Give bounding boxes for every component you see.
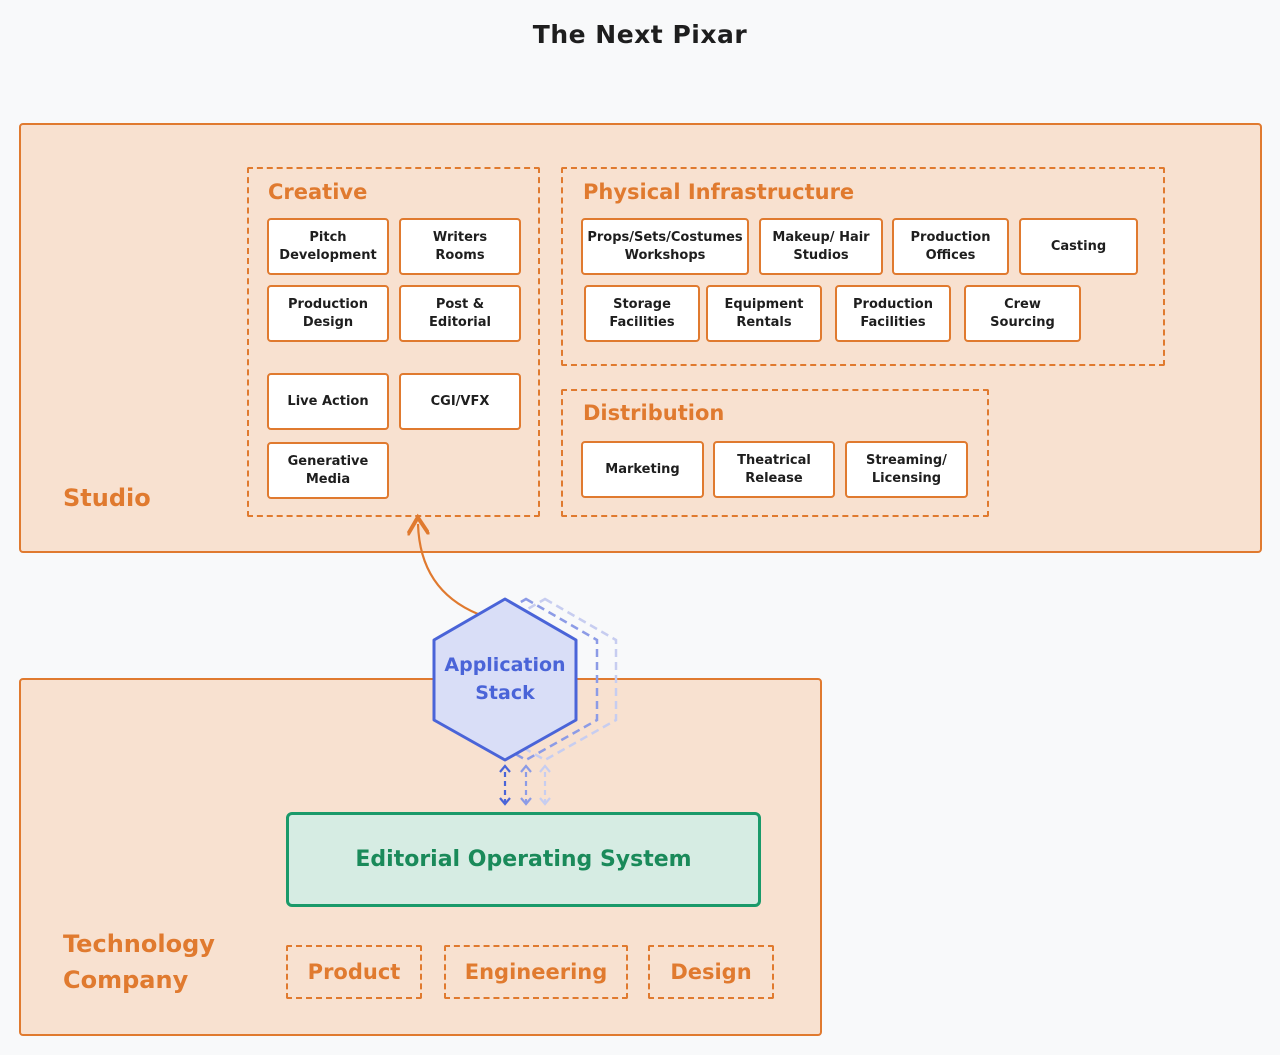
creative-group — [247, 167, 540, 517]
arrow-stack-os-3 — [539, 764, 551, 806]
node-storage-facilities: Storage Facilities — [584, 285, 700, 342]
node-production-offices: Production Offices — [892, 218, 1009, 275]
node-post-editorial: Post & Editorial — [399, 285, 521, 342]
node-makeup-hair: Makeup/ Hair Studios — [759, 218, 883, 275]
arrow-stack-to-creative — [418, 524, 479, 616]
node-production-design: Production Design — [267, 285, 389, 342]
node-casting: Casting — [1019, 218, 1138, 275]
arrow-stack-os-1 — [499, 764, 511, 806]
team-product: Product — [286, 945, 422, 999]
physical-infrastructure-group-title: Physical Infrastructure — [583, 180, 855, 204]
node-production-facilities: Production Facilities — [835, 285, 951, 342]
node-props-sets-costumes: Props/Sets/Costumes Workshops — [581, 218, 749, 275]
node-theatrical-release: Theatrical Release — [713, 441, 835, 498]
editorial-operating-system: Editorial Operating System — [286, 812, 761, 907]
physical-infrastructure-group — [561, 167, 1165, 366]
creative-group-title: Creative — [268, 180, 368, 204]
distribution-group — [561, 389, 989, 517]
node-cgi-vfx: CGI/VFX — [399, 373, 521, 430]
node-generative-media: Generative Media — [267, 442, 389, 499]
node-pitch-development: Pitch Development — [267, 218, 389, 275]
diagram-title: The Next Pixar — [532, 20, 748, 49]
application-stack-hexagon — [432, 597, 578, 762]
team-engineering: Engineering — [444, 945, 628, 999]
distribution-group-title: Distribution — [583, 401, 725, 425]
arrow-stack-os-2 — [520, 764, 532, 806]
node-marketing: Marketing — [581, 441, 704, 498]
team-design: Design — [648, 945, 774, 999]
node-crew-sourcing: Crew Sourcing — [964, 285, 1081, 342]
node-writers-rooms: Writers Rooms — [399, 218, 521, 275]
node-streaming-licensing: Streaming/ Licensing — [845, 441, 968, 498]
technology-company-label: Technology Company — [63, 930, 215, 994]
node-live-action: Live Action — [267, 373, 389, 430]
node-equipment-rentals: Equipment Rentals — [706, 285, 822, 342]
studio-label: Studio — [63, 484, 151, 512]
application-stack-label: Application Stack — [444, 654, 566, 704]
